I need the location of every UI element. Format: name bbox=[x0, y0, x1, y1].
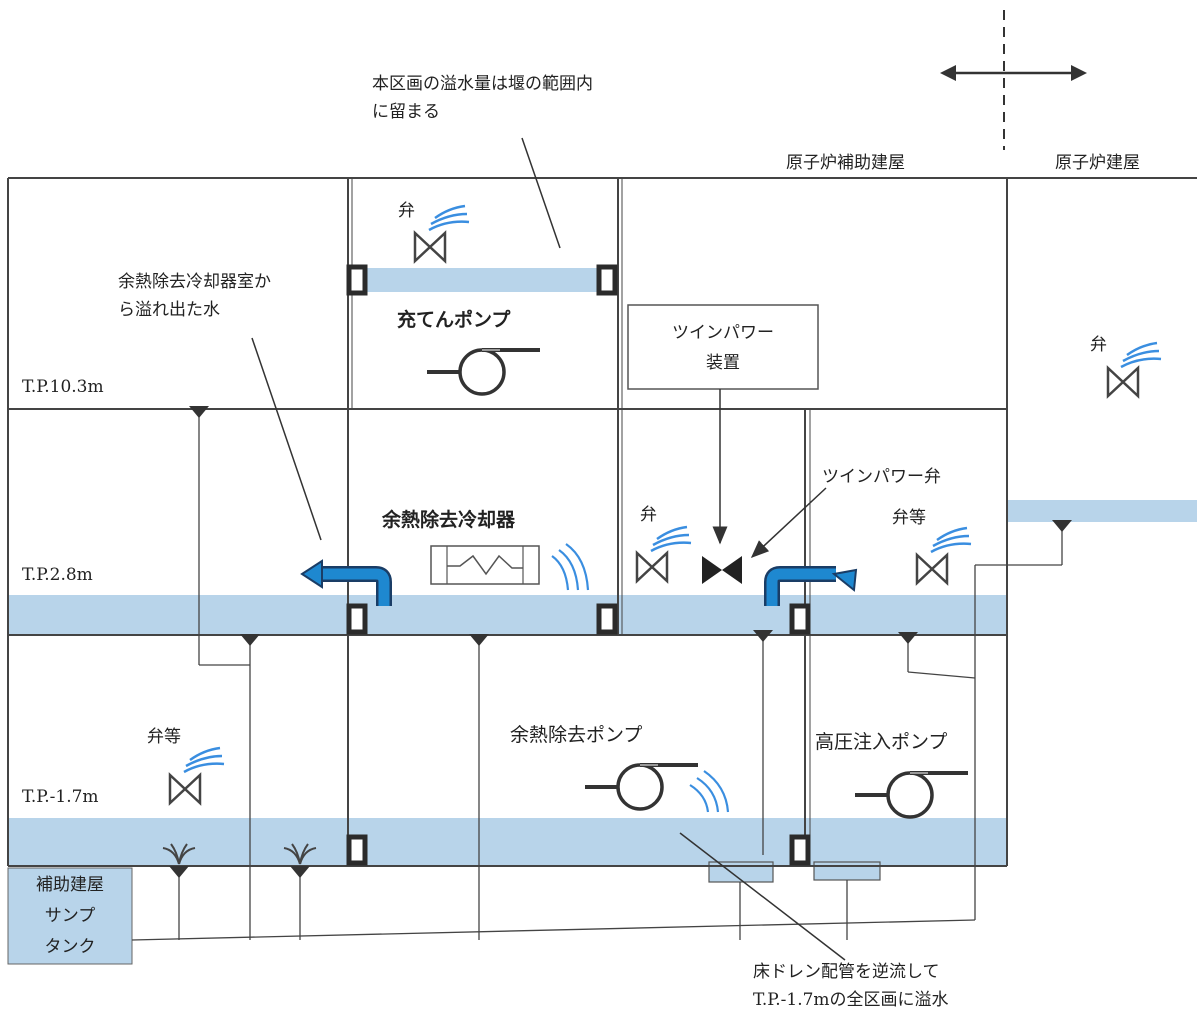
rhr-cooler-label: 余熱除去冷却器 bbox=[382, 509, 516, 531]
flow-arrow-left bbox=[300, 559, 392, 606]
hp-pump-label: 高圧注入ポンプ bbox=[815, 731, 948, 753]
leader-lines bbox=[251, 137, 846, 961]
water-bands bbox=[7, 268, 1197, 965]
valve-icon bbox=[413, 204, 471, 263]
drain-pipe-box-2 bbox=[813, 861, 881, 881]
valve-etc-label: 弁等 bbox=[147, 727, 181, 747]
valve-label: 弁 bbox=[398, 201, 415, 221]
heat-exchanger-icon bbox=[430, 543, 590, 591]
pump-icon bbox=[583, 763, 730, 813]
water-band-lower bbox=[8, 818, 1007, 866]
twin-power-valve-icon bbox=[702, 556, 742, 584]
twin-power-device-line-2: 装置 bbox=[706, 353, 740, 373]
valve-label: 弁 bbox=[1090, 335, 1107, 355]
sump-tank-line-3: タンク bbox=[44, 937, 96, 957]
overflow-note-line-1: 本区画の溢水量は堰の範囲内 bbox=[372, 74, 593, 94]
water-band-charging-room bbox=[358, 268, 608, 292]
pump-icon bbox=[425, 348, 542, 396]
flow-arrow-right bbox=[764, 566, 858, 606]
source-note-line-1: 余熱除去冷却器室か bbox=[118, 272, 271, 292]
level-label-upper: T.P.10.3m bbox=[22, 377, 104, 397]
source-note-line-2: ら溢れ出た水 bbox=[118, 300, 220, 320]
drain-note: 床ドレン配管を逆流して T.P.-1.7mの全区画に溢水 bbox=[753, 958, 949, 1014]
sump-tank-box bbox=[7, 867, 133, 965]
valve-icon bbox=[1106, 341, 1163, 398]
reactor-building-label: 原子炉建屋 bbox=[1055, 153, 1140, 173]
overflow-note: 本区画の溢水量は堰の範囲内 に留まる bbox=[372, 70, 593, 126]
sump-tank-line-1: 補助建屋 bbox=[36, 875, 104, 895]
valve-etc-label: 弁等 bbox=[892, 508, 926, 528]
charging-pump-label: 充てんポンプ bbox=[397, 309, 511, 331]
twin-power-device-line-1: ツインパワー bbox=[672, 323, 774, 343]
twin-power-valve-label: ツインパワー弁 bbox=[822, 467, 941, 487]
water-band-reactor bbox=[1008, 500, 1197, 522]
aux-building-label: 原子炉補助建屋 bbox=[786, 153, 905, 173]
valve-icon bbox=[635, 525, 693, 583]
overflow-note-line-2: に留まる bbox=[372, 102, 440, 122]
sump-tank-line-2: サンプ bbox=[44, 906, 96, 926]
sump-tank-label: 補助建屋 サンプ タンク bbox=[8, 870, 132, 963]
twin-power-device-label: ツインパワー 装置 bbox=[628, 318, 818, 378]
valve-icon bbox=[168, 746, 226, 805]
source-note: 余熱除去冷却器室か ら溢れ出た水 bbox=[118, 268, 271, 324]
drain-note-line-2: T.P.-1.7mの全区画に溢水 bbox=[753, 990, 949, 1010]
drain-note-line-1: 床ドレン配管を逆流して bbox=[753, 962, 940, 982]
twin-power-device-box bbox=[627, 304, 819, 390]
building-structure bbox=[7, 177, 1197, 867]
valve-label: 弁 bbox=[640, 505, 657, 525]
water-band-middle bbox=[8, 595, 1007, 635]
level-label-lower: T.P.-1.7m bbox=[22, 787, 99, 807]
pump-icon bbox=[853, 771, 970, 819]
building-boundary bbox=[940, 10, 1087, 150]
rhr-pump-label: 余熱除去ポンプ bbox=[510, 724, 643, 746]
level-label-middle: T.P.2.8m bbox=[22, 565, 93, 585]
valve-icon bbox=[915, 526, 973, 585]
drain-piping bbox=[131, 412, 1063, 941]
